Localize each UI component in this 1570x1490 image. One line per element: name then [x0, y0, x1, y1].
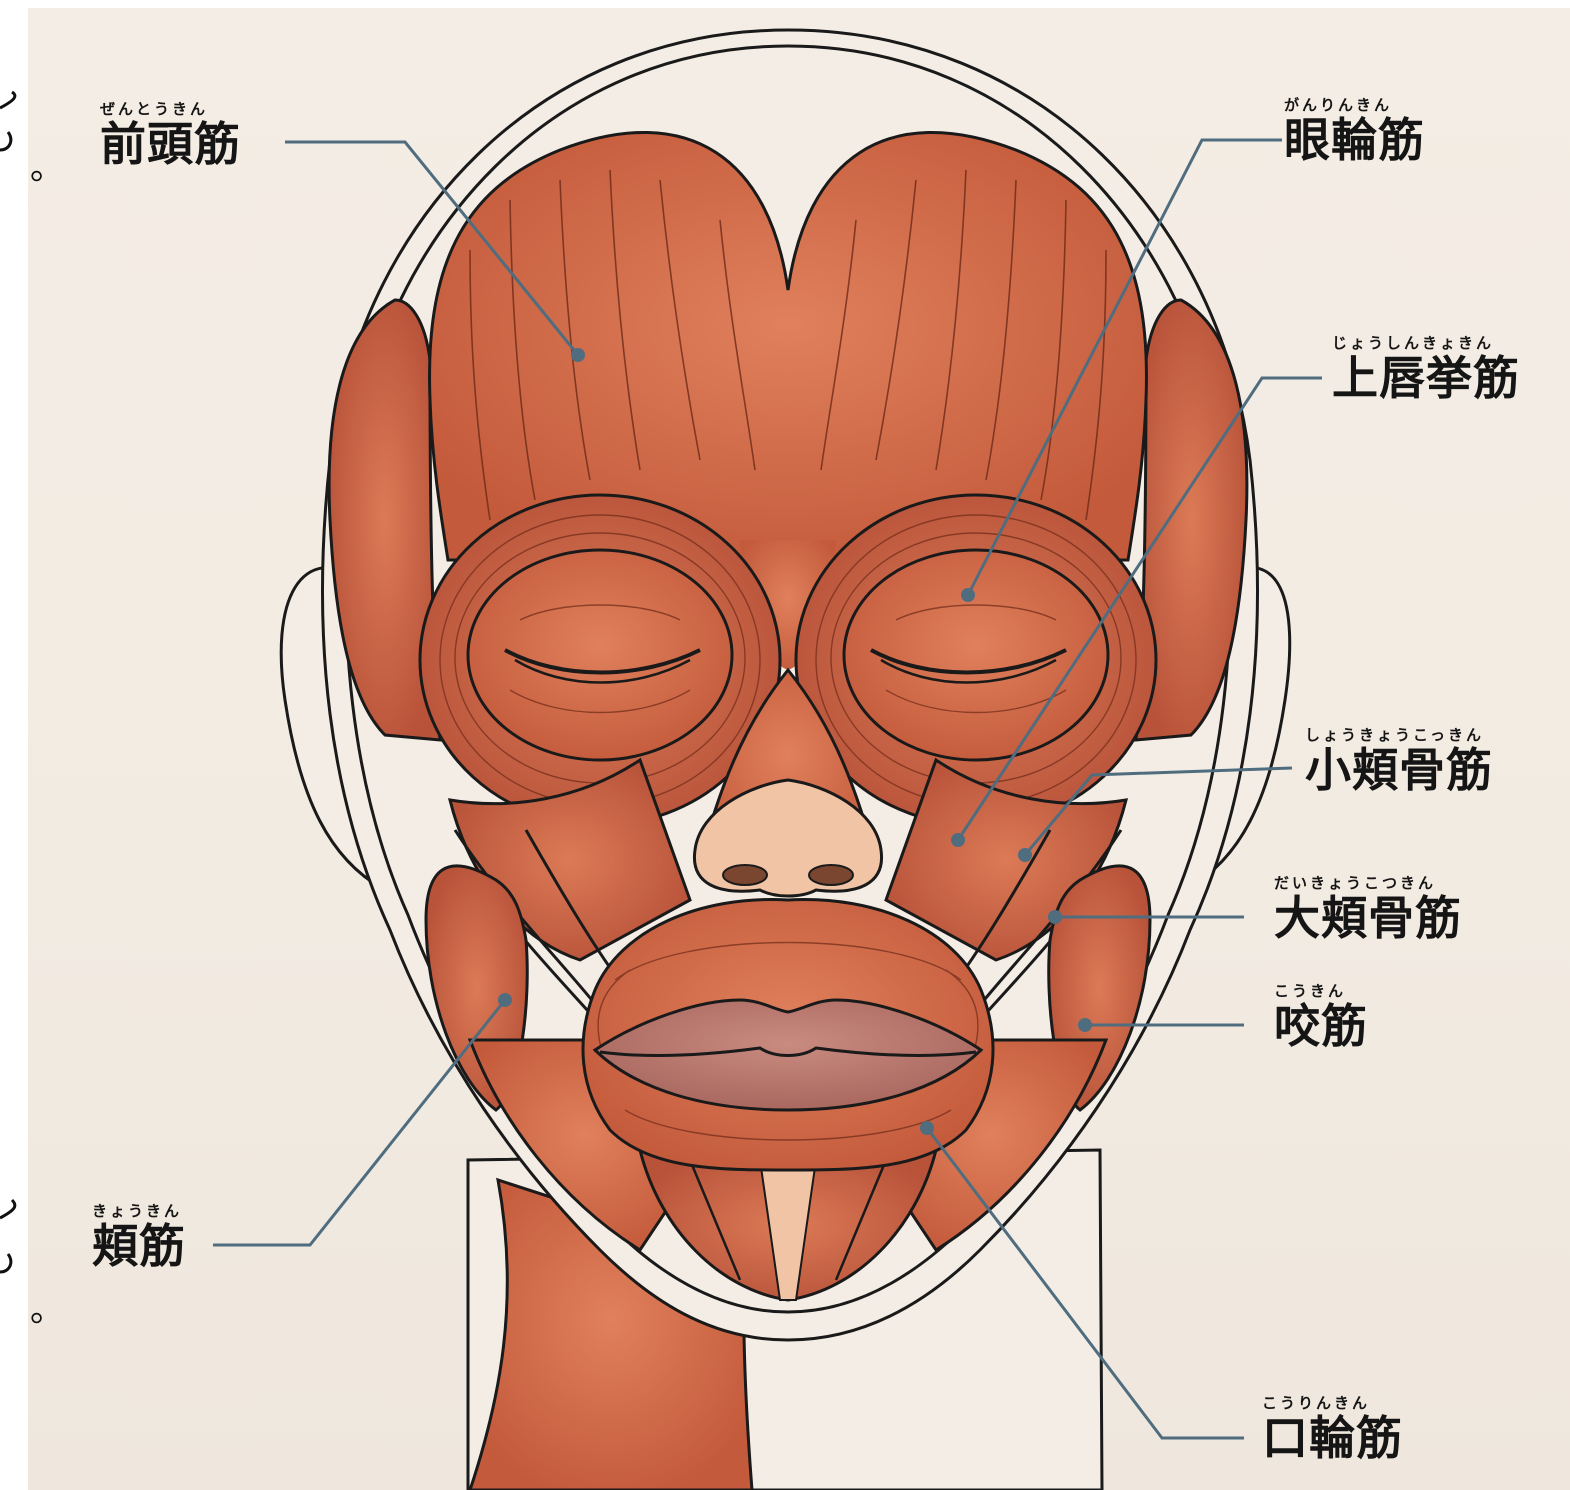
label-frontalis-name: 前頭筋 — [100, 118, 241, 170]
dot-buccinator — [498, 993, 512, 1007]
label-zygomatic-minor-name: 小頬骨筋 — [1305, 744, 1493, 796]
dot-masseter — [1078, 1018, 1092, 1032]
edge-mark-bottom: 。 — [30, 1282, 64, 1331]
dot-zygomatic-major — [1048, 910, 1062, 924]
dot-frontalis — [571, 348, 585, 362]
label-levator-labii-name: 上唇挙筋 — [1332, 352, 1520, 404]
label-orbicularis-oculi-name: 眼輪筋 — [1284, 114, 1425, 166]
left-nostril — [723, 865, 767, 885]
label-orbicularis-oculi: がんりんきん 眼輪筋 — [1284, 96, 1425, 166]
dot-levator-labii — [951, 833, 965, 847]
label-orbicularis-oris: こうりんきん 口輪筋 — [1262, 1394, 1403, 1464]
label-zygomatic-major-reading: だいきょうこつきん — [1274, 874, 1462, 892]
label-zygomatic-major: だいきょうこつきん 大頬骨筋 — [1274, 874, 1462, 944]
label-orbicularis-oculi-reading: がんりんきん — [1284, 96, 1425, 114]
label-masseter: こうきん 咬筋 — [1274, 982, 1368, 1052]
label-zygomatic-major-name: 大頬骨筋 — [1274, 892, 1462, 944]
dot-orbicularis-oris — [920, 1121, 934, 1135]
dot-zygomatic-minor — [1018, 848, 1032, 862]
label-buccinator-name: 頬筋 — [92, 1220, 186, 1272]
dot-orbicularis-oculi — [961, 588, 975, 602]
label-zygomatic-minor-reading: しょうきょうこっきん — [1305, 726, 1493, 744]
edge-mark-top: 。 — [30, 140, 64, 189]
label-orbicularis-oris-reading: こうりんきん — [1262, 1394, 1403, 1412]
label-zygomatic-minor: しょうきょうこっきん 小頬骨筋 — [1305, 726, 1493, 796]
label-masseter-reading: こうきん — [1274, 982, 1368, 1000]
edge-fragments — [0, 92, 15, 1272]
label-levator-labii-reading: じょうしんきょきん — [1332, 334, 1520, 352]
label-buccinator-reading: きょうきん — [92, 1202, 186, 1220]
label-levator-labii: じょうしんきょきん 上唇挙筋 — [1332, 334, 1520, 404]
label-buccinator: きょうきん 頬筋 — [92, 1202, 186, 1272]
label-frontalis: ぜんとうきん 前頭筋 — [100, 100, 241, 170]
label-frontalis-reading: ぜんとうきん — [100, 100, 241, 118]
right-nostril — [809, 865, 853, 885]
label-masseter-name: 咬筋 — [1274, 1000, 1368, 1052]
label-orbicularis-oris-name: 口輪筋 — [1262, 1412, 1403, 1464]
